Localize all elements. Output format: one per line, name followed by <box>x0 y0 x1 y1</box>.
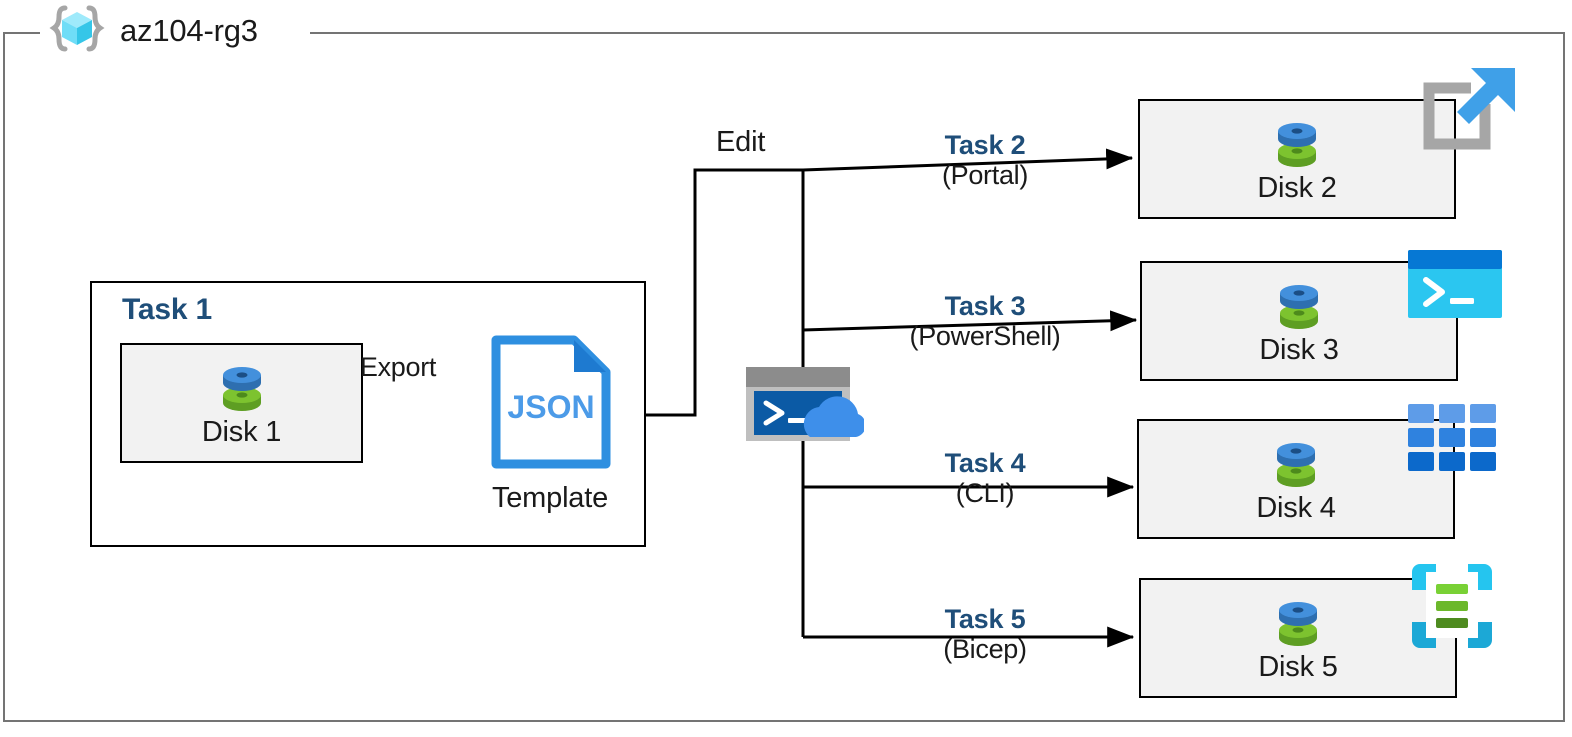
bicep-icon <box>1406 560 1498 652</box>
task4-edge-sub: (CLI) <box>955 478 1015 509</box>
disk4-label: Disk 4 <box>1256 491 1336 524</box>
template-label: Template <box>491 482 609 514</box>
task2-edge-label: Task 2 (Portal) <box>860 130 1110 190</box>
powershell-terminal-icon <box>1408 250 1502 318</box>
task5-edge-sub: (Bicep) <box>943 634 1027 665</box>
disk4-box[interactable]: Disk 4 <box>1137 419 1455 539</box>
task3-edge-sub: (PowerShell) <box>909 321 1061 352</box>
disk3-box[interactable]: Disk 3 <box>1140 261 1458 381</box>
disk2-label: Disk 2 <box>1257 171 1337 204</box>
task4-edge-title: Task 4 <box>944 448 1026 478</box>
disk3-label: Disk 3 <box>1259 333 1339 366</box>
edit-label: Edit <box>716 126 766 158</box>
disk-icon <box>1269 115 1325 171</box>
resource-group-title: az104-rg3 <box>120 13 258 48</box>
export-arrow-label: Export <box>308 352 488 382</box>
resource-group-cube-icon <box>48 5 106 57</box>
disk2-box[interactable]: Disk 2 <box>1138 99 1456 219</box>
disk-icon <box>214 359 270 415</box>
disk5-box[interactable]: Disk 5 <box>1139 578 1457 698</box>
azure-portal-icon <box>1407 66 1519 164</box>
task5-edge-title: Task 5 <box>944 604 1026 634</box>
task2-edge-sub: (Portal) <box>941 160 1029 191</box>
disk-icon <box>1270 594 1326 650</box>
resource-group-header: az104-rg3 <box>48 2 258 60</box>
task1-label: Task 1 <box>122 293 212 326</box>
task2-edge-title: Task 2 <box>944 130 1026 160</box>
resource-group-frame-gap <box>40 24 310 42</box>
cloud-shell-icon <box>744 365 866 443</box>
disk1-label: Disk 1 <box>201 415 282 448</box>
json-template-icon[interactable]: JSON <box>490 334 612 470</box>
azure-cli-grid-icon <box>1408 404 1496 472</box>
disk1-box[interactable]: Disk 1 <box>120 343 363 463</box>
task4-edge-label: Task 4 (CLI) <box>860 448 1110 508</box>
task3-edge-title: Task 3 <box>944 291 1026 321</box>
task3-edge-label: Task 3 (PowerShell) <box>860 291 1110 351</box>
svg-text:JSON: JSON <box>507 389 594 425</box>
disk-icon <box>1268 435 1324 491</box>
disk5-label: Disk 5 <box>1258 650 1338 683</box>
resource-group-frame <box>3 32 1565 722</box>
disk-icon <box>1271 277 1327 333</box>
export-label-text: Export <box>359 352 437 382</box>
task5-edge-label: Task 5 (Bicep) <box>860 604 1110 664</box>
